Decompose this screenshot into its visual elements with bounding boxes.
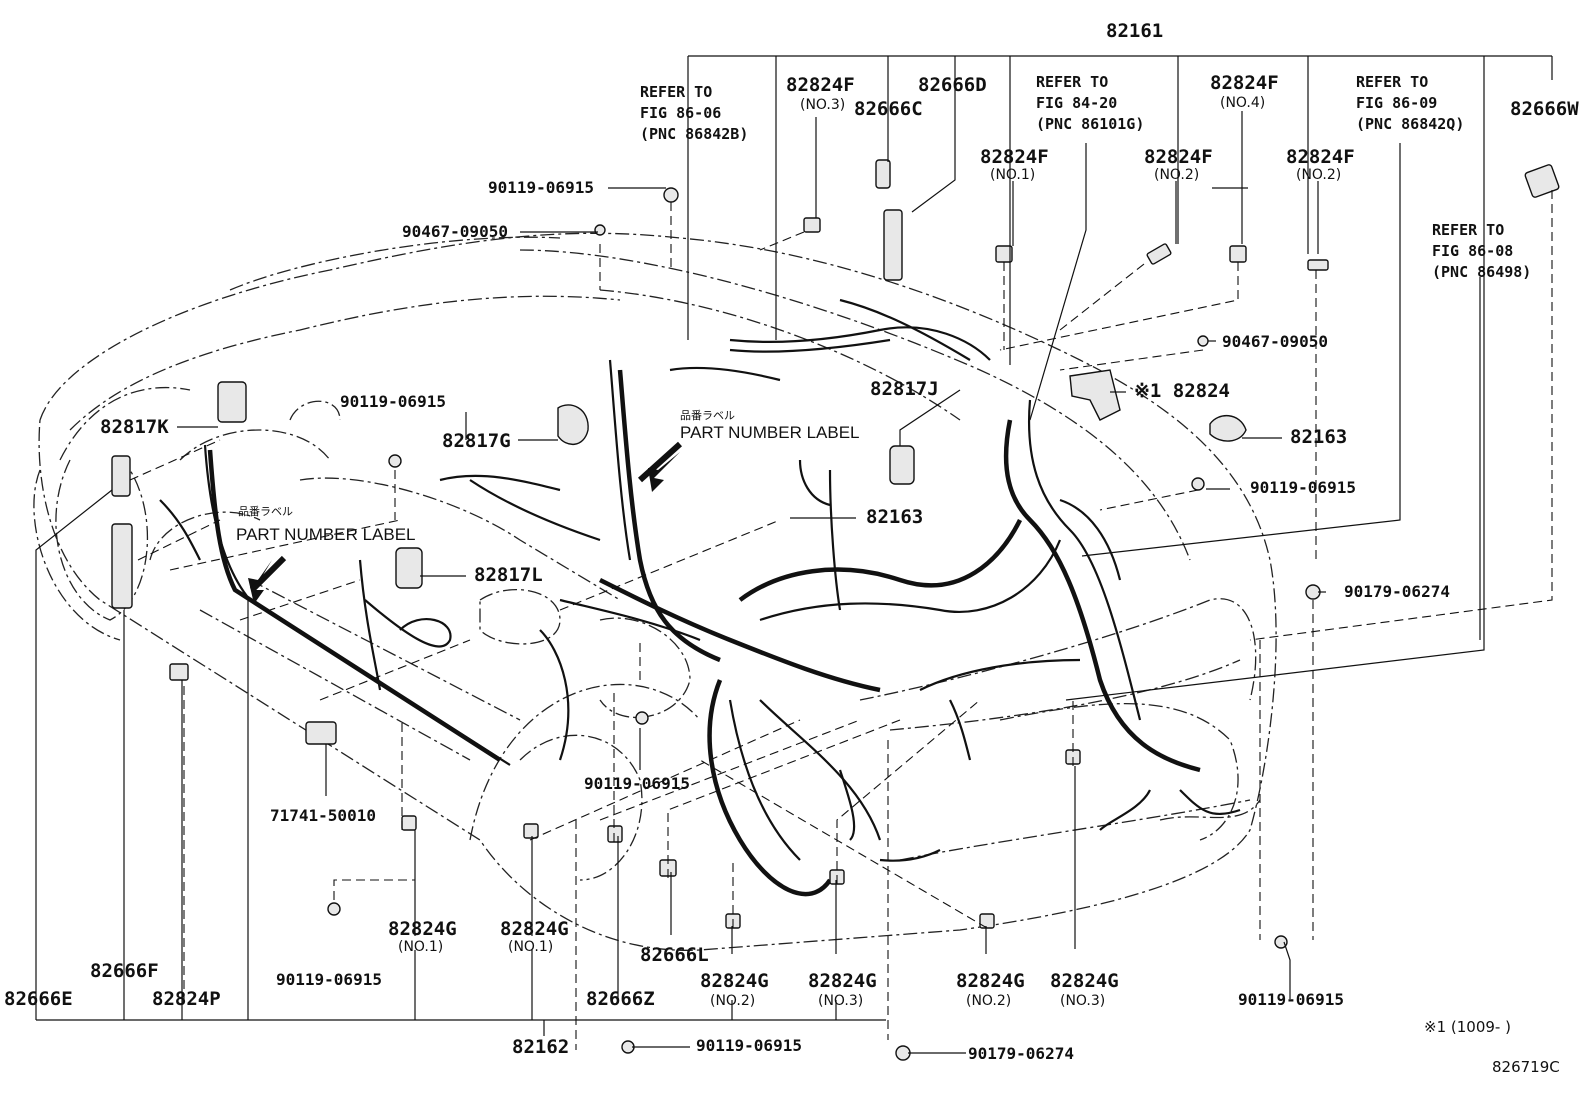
reference-fig-86-06: REFER TO FIG 86-06 (PNC 86842B) — [640, 83, 749, 143]
part-number-label-lower: PART NUMBER LABEL — [236, 525, 416, 544]
callout-82824f-no2-a: 82824F — [1144, 146, 1213, 168]
callout-82817g: 82817G — [442, 430, 511, 452]
sublabel-no2-a: (NO.2) — [1154, 167, 1200, 183]
part-number-label-upper: PART NUMBER LABEL — [680, 423, 860, 442]
callout-90119-06915-bottom: 90119-06915 — [696, 1036, 802, 1055]
wire-harness — [159, 298, 1241, 897]
callout-82824f-no3: 82824F — [786, 74, 855, 96]
callout-90467-09050-right: 90467-09050 — [1222, 332, 1328, 351]
vehicle-body-outline — [33, 232, 1277, 951]
callout-82824g-no2-b: 82824G — [956, 970, 1025, 992]
callout-82824-s1: ※1 82824 — [1134, 380, 1230, 402]
sublabel-no1-top: (NO.1) — [990, 167, 1036, 183]
footnote: ※1 (1009- ) — [1424, 1018, 1511, 1036]
sublabel-no1-a: (NO.1) — [398, 939, 444, 955]
callout-90119-06915-lower-left: 90119-06915 — [276, 970, 382, 989]
callout-90467-09050-left: 90467-09050 — [402, 222, 508, 241]
callout-82666d: 82666D — [918, 74, 987, 96]
sublabel-no1-b: (NO.1) — [508, 939, 554, 955]
callout-82161: 82161 — [1106, 20, 1164, 42]
callout-82817j: 82817J — [870, 378, 939, 400]
callout-82824f-no1: 82824F — [980, 146, 1049, 168]
reference-fig-86-08: REFER TO FIG 86-08 (PNC 86498) — [1432, 221, 1532, 281]
callout-82817l: 82817L — [474, 564, 543, 586]
callout-90119-06915-lower-right: 90119-06915 — [1238, 990, 1344, 1009]
callout-82824g-no1-b: 82824G — [500, 918, 569, 940]
callout-90179-06274-right: 90179-06274 — [1344, 582, 1450, 601]
callout-82824f-no2-b: 82824F — [1286, 146, 1355, 168]
callout-71741-50010: 71741-50010 — [270, 806, 376, 825]
callout-82824p: 82824P — [152, 988, 221, 1010]
callout-82666w: 82666W — [1510, 98, 1579, 120]
callout-82824g-no3-a: 82824G — [808, 970, 877, 992]
callout-82824g-no2-a: 82824G — [700, 970, 769, 992]
callout-90119-06915-center: 90119-06915 — [584, 774, 690, 793]
sublabel-no3-b: (NO.3) — [818, 993, 864, 1009]
sublabel-no4: (NO.4) — [1220, 95, 1266, 111]
sublabel-no2-b: (NO.2) — [1296, 167, 1342, 183]
callout-90179-06274-bottom: 90179-06274 — [968, 1044, 1074, 1063]
callout-82666c: 82666C — [854, 98, 923, 120]
callout-82817k: 82817K — [100, 416, 169, 438]
reference-fig-84-20: REFER TO FIG 84-20 (PNC 86101G) — [1036, 73, 1145, 133]
part-number-label-lower-jp: 品番ラベル — [238, 505, 293, 518]
callout-82824f-no4: 82824F — [1210, 72, 1279, 94]
sublabel-no2-d: (NO.2) — [966, 993, 1012, 1009]
sublabel-no3-c: (NO.3) — [1060, 993, 1106, 1009]
dashed-lines — [129, 190, 1553, 1050]
part-number-label-upper-jp: 品番ラベル — [680, 409, 735, 422]
reference-fig-86-09: REFER TO FIG 86-09 (PNC 86842Q) — [1356, 73, 1465, 133]
component-shapes — [111, 159, 1560, 1061]
callout-82666e: 82666E — [4, 988, 73, 1010]
sublabel-no2-c: (NO.2) — [710, 993, 756, 1009]
callout-82824g-no3-b: 82824G — [1050, 970, 1119, 992]
callout-82163-right: 82163 — [1290, 426, 1348, 448]
leader-lines — [35, 55, 1553, 1054]
callout-90119-06915-top: 90119-06915 — [488, 178, 594, 197]
callout-82162: 82162 — [512, 1036, 570, 1058]
callout-82163-center: 82163 — [866, 506, 924, 528]
sublabel-no3: (NO.3) — [800, 97, 846, 113]
callout-82666l: 82666L — [640, 944, 709, 966]
callout-82666z: 82666Z — [586, 988, 655, 1010]
callout-82666f: 82666F — [90, 960, 159, 982]
label-arrows — [248, 441, 683, 604]
callout-90119-06915-upper-left: 90119-06915 — [340, 392, 446, 411]
callout-90119-06915-right: 90119-06915 — [1250, 478, 1356, 497]
callout-82824g-no1-a: 82824G — [388, 918, 457, 940]
diagram-id: 826719C — [1492, 1058, 1560, 1076]
